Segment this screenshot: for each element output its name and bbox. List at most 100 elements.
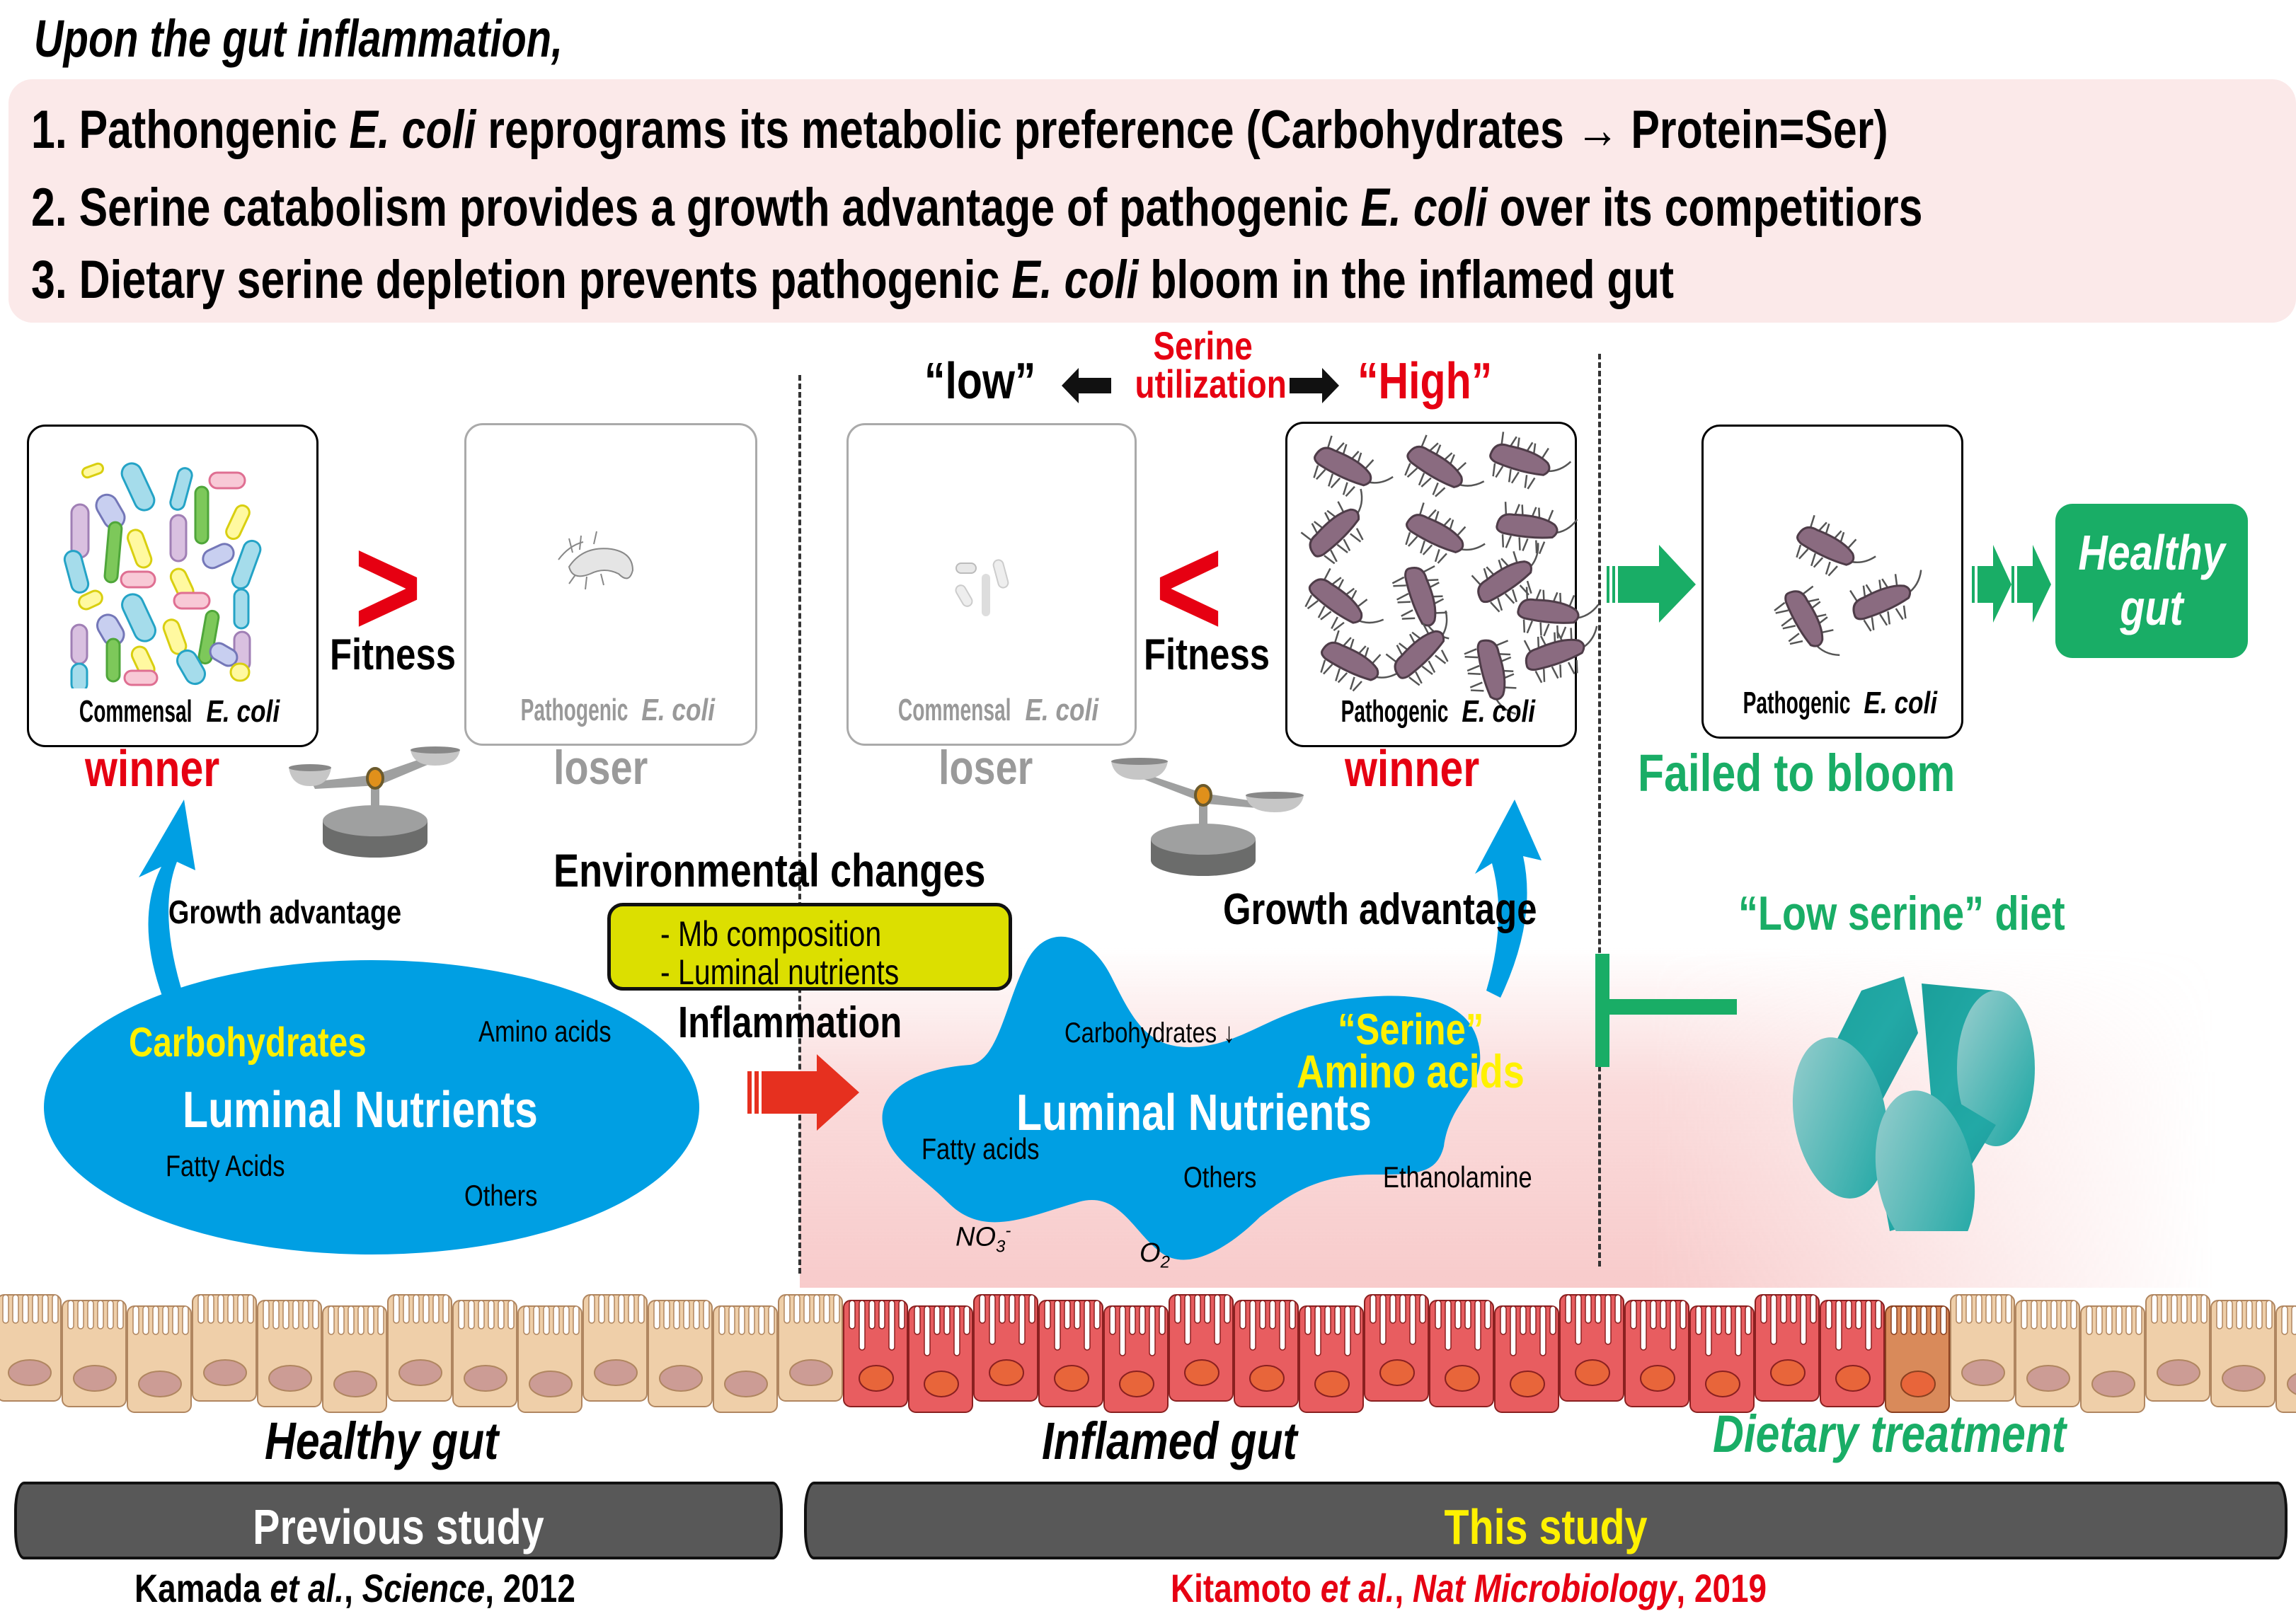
summary-point-2: 2. Serine catabolism provides a growth a… [31,178,1923,238]
epithelial-cell-icon [1559,1294,1624,1402]
pathogenic-bacterium-icon [1404,434,1485,497]
epithelial-cell-icon [2145,1294,2210,1402]
serine-low-label: “low” [924,353,1036,410]
balance-scale-icon [289,746,460,858]
divider-inflamed-diet [1598,354,1601,1267]
epithelial-cell-icon [257,1300,322,1407]
pathogenic-bacterium-icon [1471,543,1539,613]
growth-advantage-label-inflamed: Growth advantage [1223,885,1537,934]
inflammation-label: Inflammation [678,998,902,1047]
pathogenic-bacterium-icon [1304,567,1384,632]
env-item-luminal-nutrients: - Luminal nutrients [660,952,900,992]
serine-utilization-label: Serine utilization [1135,323,1287,406]
inflamed-nutrient-serine: “Serine” [1338,1005,1484,1054]
inhibition-bar-icon [1595,954,1737,1067]
healthy-nutrient-others: Others [464,1179,538,1212]
epithelial-cell-icon [1103,1305,1169,1413]
epithelial-cell-icon [778,1294,843,1402]
growth-advantage-label-healthy: Growth advantage [168,894,402,930]
epithelial-cell-icon [973,1294,1038,1402]
inflamed-nutrients-blob [882,936,1481,1260]
inflamed-nutrient-ethanolamine: Ethanolamine [1383,1160,1532,1194]
panel-healthy-commensal: Commensal E. coli [27,425,318,747]
balance-scale-icon [1111,758,1304,876]
epithelial-cell-icon [2210,1300,2275,1407]
growth-advantage-arrow-inflamed [1475,800,1542,998]
low-serine-diet-title: “Low serine” diet [1738,887,2065,940]
epithelial-cell-icon [713,1305,778,1413]
epithelial-cell-icon [1820,1300,1885,1407]
epithelial-cell-icon [1169,1294,1234,1402]
epithelial-cell-icon [1429,1300,1494,1407]
pathogenic-bacterium-icon [1523,625,1598,683]
commensal-bacteria-faded-icon [955,559,1009,616]
epithelial-cell-icon [648,1300,713,1407]
pathogenic-bacterium-icon [1774,585,1840,657]
intestinal-epithelium-illustration [0,1294,2296,1413]
serine-high-label: “High” [1357,353,1493,410]
pathogenic-bacterium-icon [1496,502,1578,555]
pathogenic-bacterium-icon [1300,488,1364,565]
green-arrow-icon [1607,545,1696,623]
status-winner-commensal: winner [85,741,220,797]
pathogenic-bacterium-icon [1320,630,1401,692]
epithelial-cell-icon [192,1294,257,1402]
citation-current: Kitamoto et al., Nat Microbiology, 2019 [1171,1566,1767,1610]
panel-healthy-pathogenic: Pathogenic E. coli [464,423,757,746]
this-study-bar: This study [804,1482,2288,1559]
fitness-less-than: < [1155,508,1223,666]
epithelial-cell-icon [1950,1294,2015,1402]
inflamed-nutrient-amino-acids: Amino acids [1297,1045,1525,1097]
inflamed-nutrient-others: Others [1183,1160,1257,1194]
pathogenic-bacterium-icon [1464,639,1517,715]
epithelial-cell-icon [2275,1305,2296,1413]
pathogenic-bacterium-icon [1849,570,1922,632]
section-label-healthy: Healthy gut [265,1412,499,1470]
epithelial-cell-icon [908,1305,973,1413]
panel-diet-pathogenic: Pathogenic E. coli [1701,425,1963,739]
arrow-left-icon [1062,368,1111,403]
epithelial-cell-icon [387,1294,452,1402]
epithelial-cell-icon [1755,1294,1820,1402]
fitness-greater-than: > [354,508,422,666]
divider-healthy-inflamed [798,375,801,1274]
healthy-nutrient-fatty-acids: Fatty Acids [166,1149,285,1182]
healthy-nutrient-carbohydrates: Carbohydrates [129,1020,367,1066]
section-label-inflamed: Inflamed gut [1042,1412,1297,1470]
status-loser-commensal: loser [939,741,1033,795]
pathogenic-bacterium-icon [1313,435,1394,497]
environmental-changes-box: - Mb composition - Luminal nutrients [607,903,1012,991]
epithelial-cell-icon [1494,1305,1559,1413]
previous-study-bar: Previous study [14,1482,783,1559]
pathogenic-bacteria-bloom-illustration [1300,432,1600,715]
serine-diet-pellets-icon [1792,976,2035,1231]
epithelial-cell-icon [1624,1300,1689,1407]
pathogenic-bacterium-icon [1796,514,1876,577]
epithelial-cell-icon [1234,1300,1299,1407]
arrow-right-icon [1290,368,1339,403]
healthy-gut-outcome-box: Healthy gut [2055,504,2248,658]
panel-inflamed-commensal: Commensal E. coli [846,423,1137,746]
fitness-label-inflamed: Fitness [1144,630,1270,679]
section-label-dietary: Dietary treatment [1713,1404,2067,1463]
pathogenic-bacterium-icon [1385,610,1449,686]
growth-advantage-arrow-healthy [139,800,195,998]
epithelial-cell-icon [2080,1305,2145,1413]
env-item-mb-composition: - Mb composition [660,914,882,954]
commensal-bacteria-illustration [63,462,262,688]
pathogenic-bacterium-faded-icon [558,531,634,590]
headline: Upon the gut inflammation, [34,9,563,68]
status-winner-pathogenic: winner [1345,741,1480,797]
epithelial-cell-icon [582,1294,648,1402]
epithelial-cell-icon [1299,1305,1364,1413]
inflamed-nutrient-carbohydrates: Carbohydrates ↓ [1064,1017,1235,1049]
epithelial-cell-icon [127,1305,192,1413]
healthy-nutrient-amino-acids: Amino acids [478,1015,612,1048]
fitness-label-healthy: Fitness [330,630,456,679]
status-loser-pathogenic: loser [553,741,648,795]
pathogenic-bacterium-icon [1391,565,1450,640]
summary-box [8,79,2296,323]
epithelial-cell-icon [517,1305,582,1413]
epithelial-cell-icon [62,1300,127,1407]
citation-previous: Kamada et al., Science, 2012 [134,1566,575,1610]
